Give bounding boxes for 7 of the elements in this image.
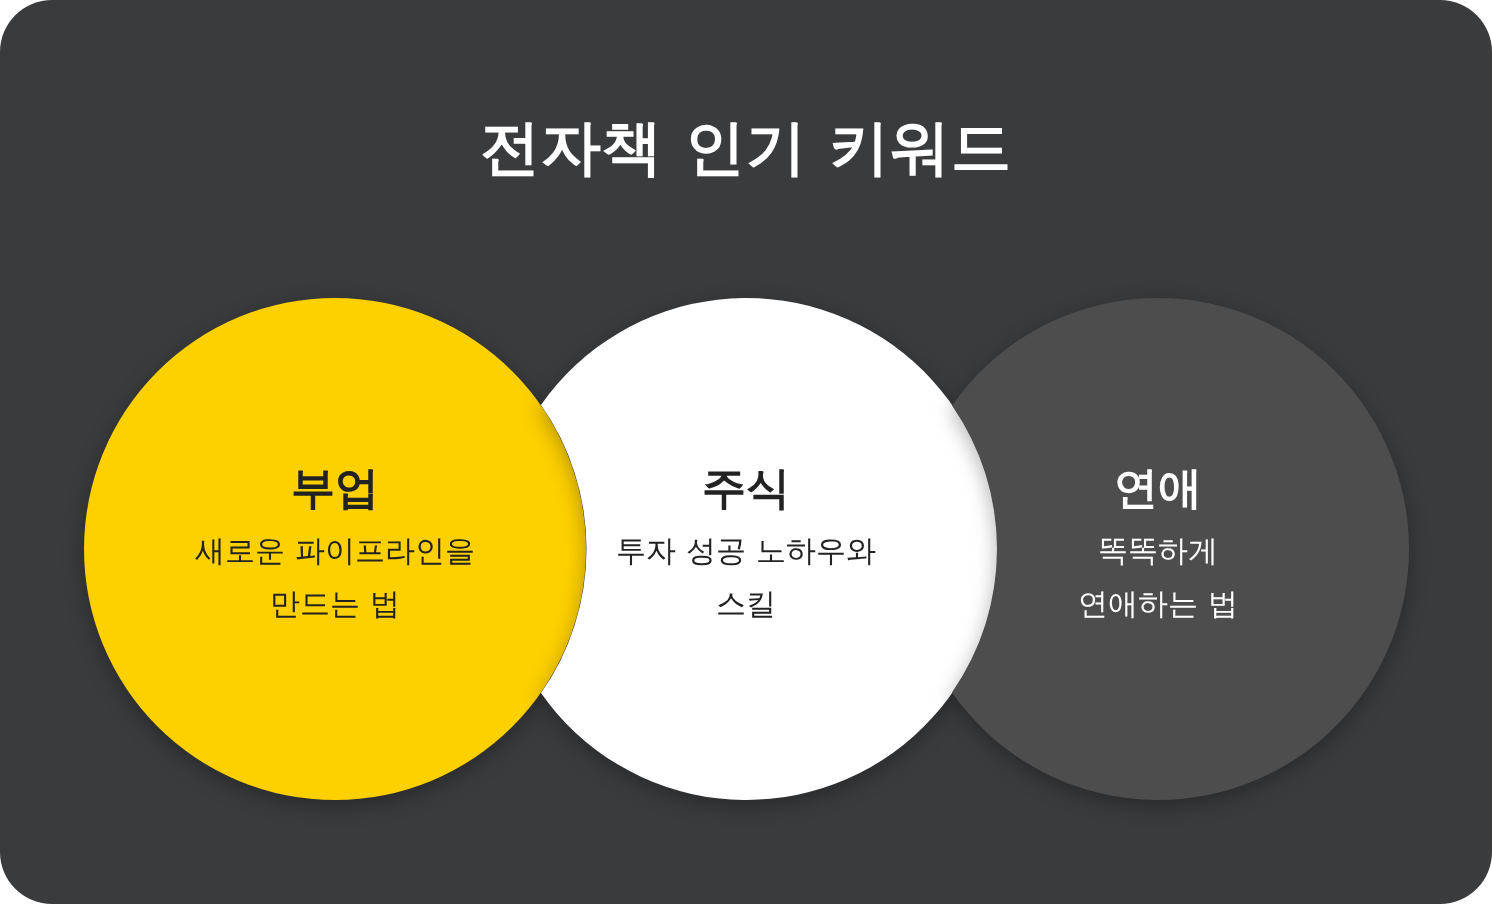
keyword-heading: 주식: [702, 461, 790, 515]
keyword-heading: 연애: [1114, 461, 1202, 515]
keyword-description: 투자 성공 노하우와 스킬: [615, 532, 877, 623]
keyword-description: 새로운 파이프라인을 만드는 법: [194, 532, 476, 623]
keyword-description: 똑똑하게 연애하는 법: [1077, 532, 1239, 623]
keyword-heading: 부업: [291, 461, 379, 515]
title: 전자책 인기 키워드: [480, 111, 1012, 184]
